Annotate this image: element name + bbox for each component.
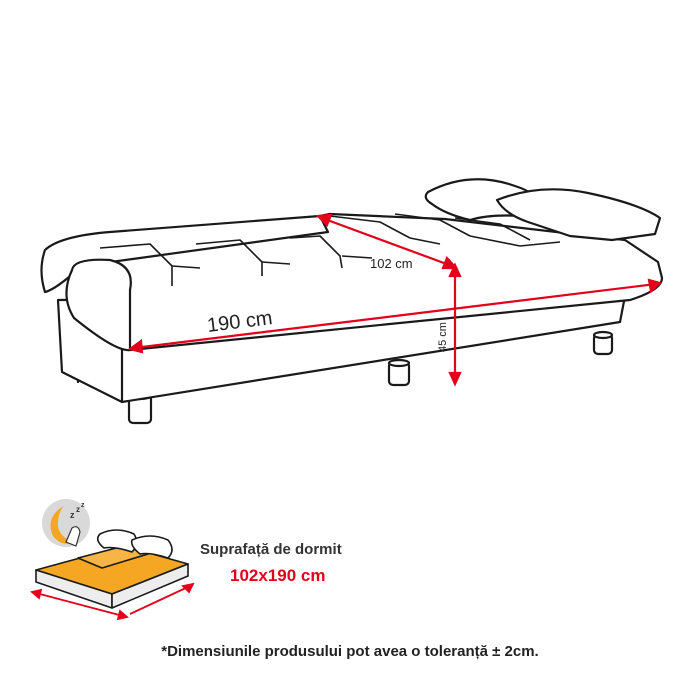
surface-dimension-line [35, 592, 124, 617]
sofa-leg [387, 358, 411, 387]
svg-text:z: z [81, 502, 85, 509]
surface-dimension-line [129, 585, 191, 615]
sofa-diagram: 190 cm 102 cm 45 cm [40, 178, 664, 425]
sleeping-surface-title: Suprafață de dormit [200, 541, 342, 558]
svg-text:z: z [70, 510, 75, 520]
sleeping-surface-icon: z z z [30, 499, 195, 621]
moon-sleep-icon: z z z [42, 499, 90, 547]
arrowhead [441, 255, 459, 270]
pillow [495, 188, 662, 242]
arrowhead [116, 609, 129, 621]
height-label: 45 cm [437, 322, 449, 352]
sofa-leg [592, 330, 614, 356]
tolerance-note: *Dimensiunile produsului pot avea o tole… [161, 643, 539, 660]
arrowhead [181, 582, 195, 594]
sleeping-surface-value: 102x190 cm [230, 566, 326, 585]
arrowhead [315, 213, 333, 227]
depth-label: 102 cm [370, 256, 413, 271]
arrowhead [448, 371, 462, 387]
arrowhead [448, 262, 462, 278]
arrowhead [127, 338, 144, 354]
arrowhead [30, 588, 43, 600]
bed-icon [35, 529, 189, 609]
depth-dimension-line [320, 216, 454, 268]
arrowhead [647, 278, 663, 294]
svg-text:z: z [76, 505, 80, 514]
length-dimension-line [132, 282, 658, 350]
